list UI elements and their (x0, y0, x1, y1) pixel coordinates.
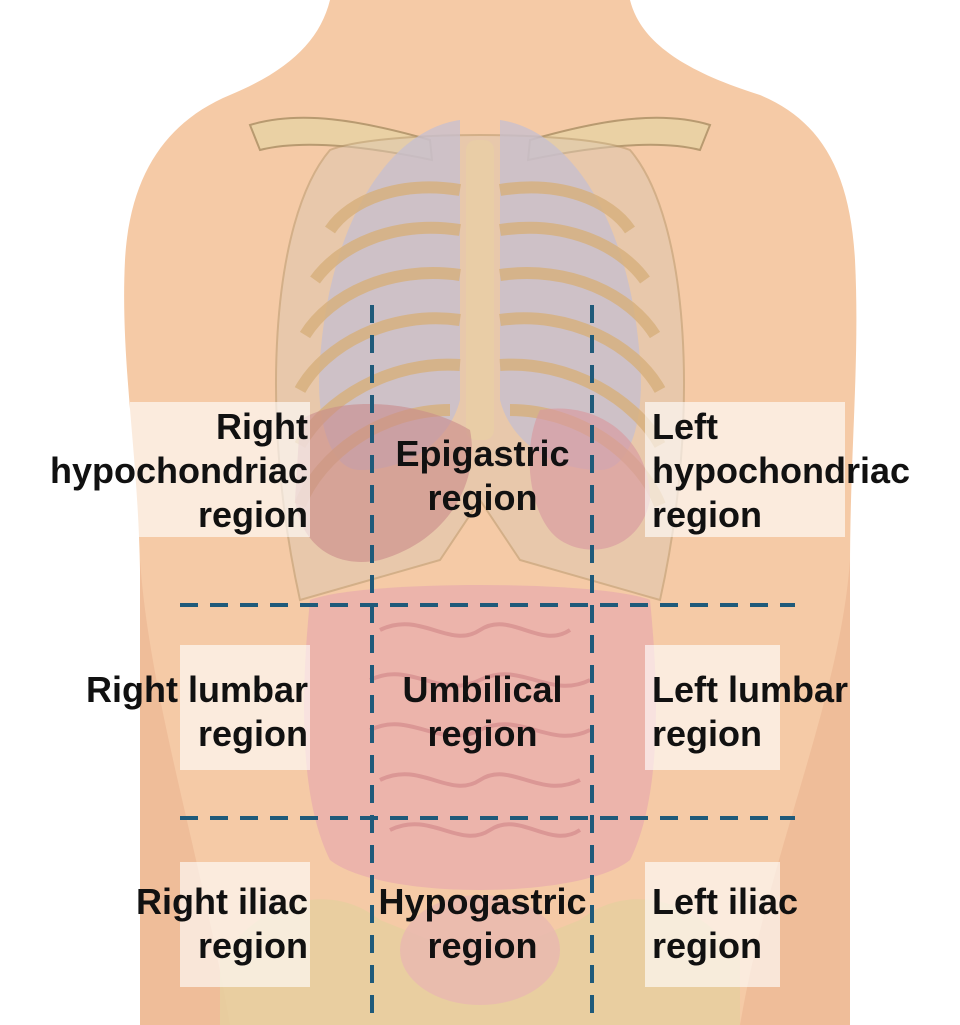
label-line: Left lumbar (652, 669, 849, 710)
label-right-hypochondriac-region: Right hypochondriac region (50, 405, 308, 537)
label-right-iliac-region: Right iliac region (136, 880, 308, 968)
stomach (529, 408, 650, 550)
region-grid-lines (180, 305, 795, 1025)
torso-shadow-left (140, 560, 230, 1025)
label-line: region (427, 925, 538, 966)
label-line: Right (216, 406, 308, 447)
label-line: region (197, 925, 308, 966)
label-left-hypochondriac-region: Left hypochondriac region (652, 405, 910, 537)
label-right-lumbar-region: Right lumbar region (86, 668, 308, 756)
large-intestine (304, 585, 656, 890)
label-line: Left iliac (652, 881, 799, 922)
label-line: region (652, 494, 763, 535)
label-line: Epigastric (395, 433, 570, 474)
band-left-lumbar (645, 645, 780, 770)
label-hypogastric-region: Hypogastric region (355, 880, 610, 968)
label-line: hypochondriac (652, 450, 911, 491)
band-left-hypochondriac (645, 402, 845, 537)
label-line: region (652, 925, 763, 966)
label-line: region (197, 494, 308, 535)
label-line: Left (652, 406, 718, 447)
label-line: Umbilical (402, 669, 563, 710)
left-lung (500, 120, 641, 470)
right-lung (319, 120, 460, 470)
sternum (466, 140, 494, 440)
liver (295, 403, 472, 562)
label-umbilical-region: Umbilical region (375, 668, 590, 756)
label-left-lumbar-region: Left lumbar region (652, 668, 848, 756)
label-line: region (427, 713, 538, 754)
label-epigastric-region: Epigastric region (375, 432, 590, 520)
label-line: Hypogastric (378, 881, 587, 922)
label-line: Right iliac (135, 881, 308, 922)
small-intestine-loops (369, 622, 591, 838)
band-right-iliac (180, 862, 310, 987)
label-left-iliac-region: Left iliac region (652, 880, 798, 968)
band-left-iliac (645, 862, 780, 987)
label-line: region (427, 477, 538, 518)
band-right-lumbar (180, 645, 310, 770)
label-line: region (197, 713, 308, 754)
label-line: region (652, 713, 763, 754)
label-line: hypochondriac (49, 450, 308, 491)
band-right-hypochondriac (130, 402, 310, 537)
label-line: Right lumbar (86, 669, 308, 710)
bladder (400, 895, 560, 1005)
